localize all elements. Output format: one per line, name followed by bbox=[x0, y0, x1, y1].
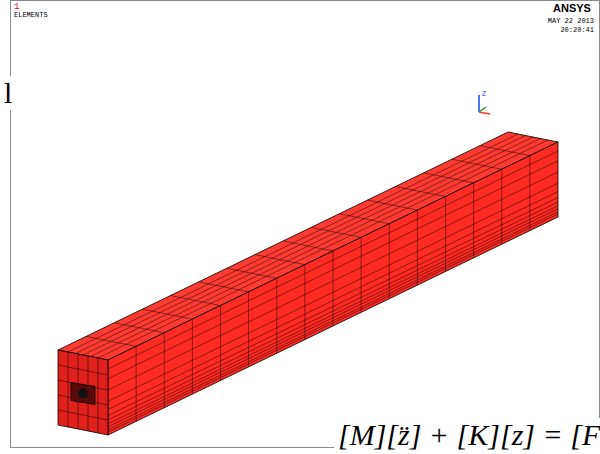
software-logo: ANSYS bbox=[553, 3, 591, 14]
mesh-line bbox=[68, 134, 518, 352]
mesh-line bbox=[108, 151, 558, 369]
end-face bbox=[58, 350, 108, 435]
mesh-line bbox=[108, 206, 558, 424]
mesh-line bbox=[108, 183, 558, 401]
mesh-line bbox=[91, 139, 541, 357]
mesh-line bbox=[58, 410, 108, 420]
mesh-line bbox=[58, 365, 108, 375]
mesh-line bbox=[83, 137, 533, 355]
mesh-line bbox=[108, 192, 558, 410]
x-axis bbox=[479, 112, 490, 114]
core-center bbox=[78, 389, 88, 399]
window-number: 1 bbox=[14, 3, 19, 12]
mesh-line bbox=[68, 352, 69, 427]
mesh-line bbox=[108, 172, 558, 390]
meshed-bar bbox=[58, 132, 558, 435]
mesh-line bbox=[108, 214, 558, 432]
screenshot-frame bbox=[11, 1, 600, 448]
axis-label: Z bbox=[482, 90, 486, 97]
z-axis bbox=[478, 95, 480, 112]
y-axis bbox=[479, 107, 486, 112]
cut-off-text: l bbox=[0, 76, 16, 110]
mesh-line bbox=[108, 161, 558, 379]
mesh-line bbox=[108, 198, 558, 416]
equation: [M][z̈] + [K][z] = [F bbox=[334, 418, 600, 452]
plot-time: 20:20:41 bbox=[560, 27, 594, 34]
mesh-line bbox=[98, 358, 99, 433]
side-face bbox=[108, 142, 558, 435]
mesh-line bbox=[98, 140, 548, 358]
axis-triad bbox=[479, 95, 490, 114]
mesh-line bbox=[76, 136, 526, 354]
hollow-core bbox=[71, 383, 95, 405]
mesh-line bbox=[108, 202, 558, 420]
plot-date: MAY 22 2013 bbox=[548, 18, 594, 25]
mesh-line bbox=[108, 212, 558, 430]
mesh-line bbox=[108, 209, 558, 427]
plot-title: ELEMENTS bbox=[14, 12, 48, 19]
